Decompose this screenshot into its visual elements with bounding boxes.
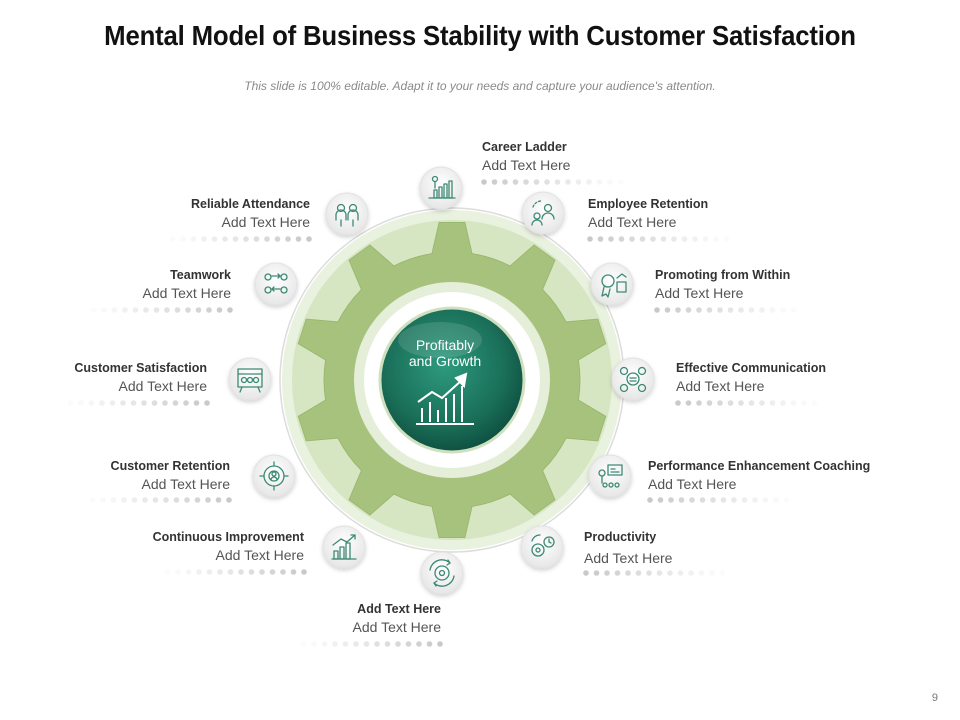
badge-promoting (590, 262, 634, 306)
dot-row-teamwork (90, 307, 233, 313)
productivity-icon (531, 534, 555, 557)
dot-row-attendance (169, 236, 312, 242)
badge-improvement (322, 525, 366, 569)
center-label-line1: Profitably (416, 337, 474, 353)
badge-productivity (520, 525, 564, 569)
badge-communication (611, 357, 655, 401)
dot-row-retention (587, 236, 730, 242)
dot-row-cust-satisfaction (67, 400, 210, 406)
teamwork-icon (264, 273, 288, 294)
cycle-gear-icon (429, 559, 455, 587)
promotion-icon (601, 273, 627, 298)
slide-title: Mental Model of Business Stability with … (104, 20, 856, 51)
label-customer-satisfaction: Customer Satisfaction Add Text Here (74, 361, 207, 394)
label-teamwork: Teamwork Add Text Here (142, 268, 231, 301)
badge-bottom (420, 551, 464, 595)
core-circle (378, 306, 526, 454)
label-promoting-from-within: Promoting from Within Add Text Here (655, 268, 791, 301)
badge-cust-satisfaction (228, 357, 272, 401)
page-number: 9 (931, 692, 938, 704)
slide-subtitle: This slide is 100% editable. Adapt it to… (244, 79, 716, 93)
label-bottom: Add Text Here Add Text Here (352, 602, 441, 635)
label-employee-retention: Employee Retention Add Text Here (588, 197, 709, 230)
dot-row-communication (675, 400, 818, 406)
career-ladder-icon (428, 175, 456, 199)
rating-board-icon (237, 368, 263, 393)
label-performance-coaching: Performance Enhancement Coaching Add Tex… (648, 459, 871, 492)
dot-row-improvement (164, 569, 307, 575)
label-reliable-attendance: Reliable Attendance Add Text Here (190, 197, 310, 230)
growth-chart-icon (416, 372, 474, 425)
badge-cust-retention (252, 454, 296, 498)
label-effective-communication: Effective Communication Add Text Here (676, 361, 827, 394)
coaching-icon (598, 464, 623, 488)
dot-row-bottom (300, 641, 443, 647)
badge-attendance (325, 192, 369, 236)
improvement-chart-icon (331, 534, 357, 560)
badge-career (419, 166, 463, 210)
dot-row-productivity (583, 570, 726, 576)
center-label-line2: and Growth (409, 353, 481, 369)
badge-retention (521, 191, 565, 235)
label-continuous-improvement: Continuous Improvement Add Text Here (152, 530, 304, 563)
label-productivity: Productivity Add Text Here (584, 530, 673, 566)
badge-teamwork (254, 262, 298, 306)
dot-row-cust-retention (89, 497, 232, 503)
label-customer-retention: Customer Retention Add Text Here (110, 459, 230, 492)
dot-row-career (481, 179, 624, 185)
badge-coaching (588, 454, 632, 498)
attendance-icon (335, 203, 359, 227)
communication-icon (619, 366, 647, 393)
label-career-ladder: Career Ladder Add Text Here (482, 140, 571, 173)
dot-row-coaching (647, 497, 790, 503)
dot-row-promoting (654, 307, 797, 313)
employee-retention-icon (531, 200, 555, 226)
gear-people-icon (259, 461, 289, 491)
